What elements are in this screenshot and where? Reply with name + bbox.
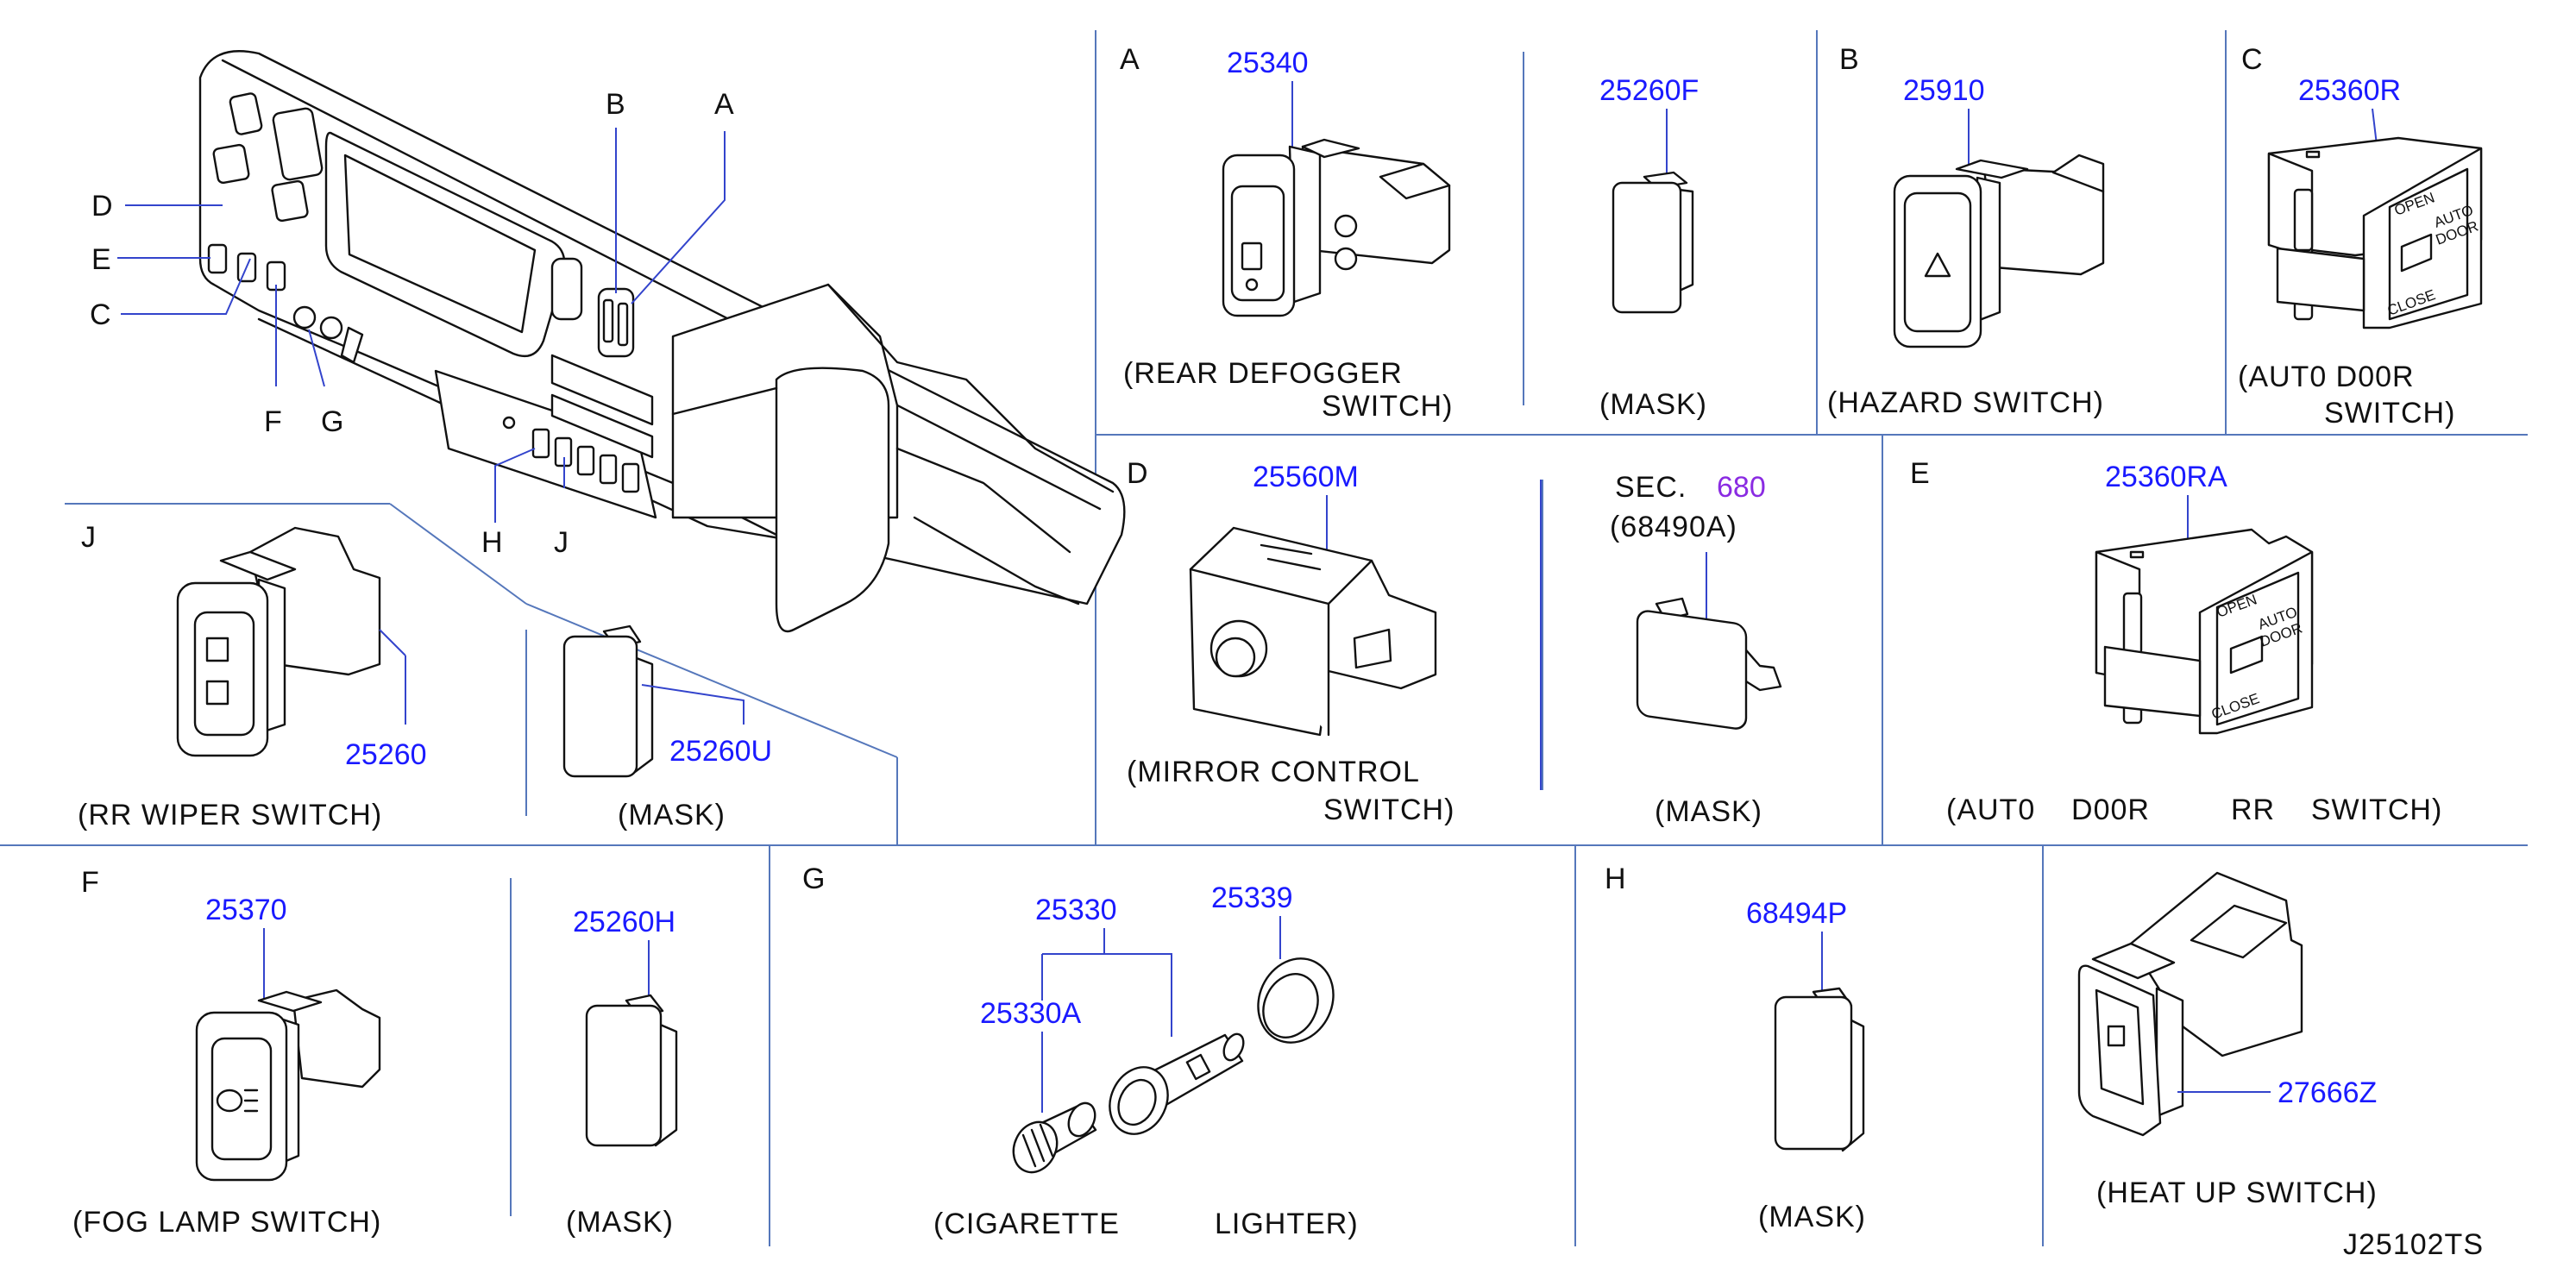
panel-h: H 68494P (MASK) [1605, 863, 1866, 1233]
part-number-25340[interactable]: 25340 [1227, 47, 1309, 79]
caption-rear-defogger: (REAR DEFOGGER [1123, 357, 1403, 390]
sec-number[interactable]: 680 [1717, 471, 1766, 504]
dashboard-overview [198, 50, 1126, 633]
fog-lamp-switch-drawing [195, 988, 381, 1182]
caption-mirror-2: SWITCH) [1323, 794, 1454, 826]
panel-h-letter: H [1605, 863, 1626, 895]
part-number-25339[interactable]: 25339 [1211, 882, 1293, 914]
panel-f: F 25370 (FOG LAMP SWITCH) 25260H (MASK) [72, 866, 678, 1239]
overview-callouts: B A D E C F G H J [90, 88, 734, 559]
mask-h-drawing [1774, 987, 1865, 1152]
caption-mask-j: (MASK) [618, 799, 726, 831]
mirror-control-switch-drawing [1189, 526, 1437, 737]
caption-fog-lamp: (FOG LAMP SWITCH) [72, 1206, 381, 1239]
caption-mask-a: (MASK) [1599, 388, 1707, 421]
panel-heat-up: 27666Z (HEAT UP SWITCH) [2077, 871, 2378, 1209]
part-number-25360r[interactable]: 25360R [2298, 74, 2401, 107]
panel-g-letter: G [802, 863, 825, 895]
panel-c-letter: C [2241, 43, 2263, 76]
hazard-switch-drawing [1893, 154, 2105, 348]
panel-f-letter: F [81, 866, 99, 899]
callout-c: C [90, 298, 111, 331]
mask-d-drawing [1636, 597, 1782, 730]
sec-part: (68490A) [1610, 511, 1737, 543]
mask-f-drawing [585, 994, 678, 1147]
caption-mask-h: (MASK) [1758, 1201, 1866, 1233]
diagram-id: J25102TS [2343, 1228, 2484, 1261]
panel-b: B 25910 (HAZARD SWITCH) [1827, 43, 2105, 419]
part-number-25360ra[interactable]: 25360RA [2105, 461, 2227, 493]
part-number-25910[interactable]: 25910 [1903, 74, 1985, 107]
callout-f: F [264, 405, 282, 438]
callout-g: G [321, 405, 343, 438]
panel-d: D 25560M (MIRROR CONTROL SWITCH) SEC. 68… [1127, 457, 1782, 828]
caption-lighter: LIGHTER) [1215, 1208, 1359, 1240]
rr-wiper-switch-drawing [176, 526, 381, 757]
auto-door-switch-drawing: OPEN AUTO DOOR CLOSE [2267, 136, 2483, 329]
panel-a-letter: A [1120, 43, 1140, 76]
panel-b-letter: B [1839, 43, 1859, 76]
caption-auto-door-rr: (AUT0 D00R RR SWITCH) [1946, 794, 2442, 826]
caption-auto-door-2: SWITCH) [2324, 397, 2455, 430]
panel-frame [0, 30, 2528, 1246]
caption-rr-wiper: (RR WIPER SWITCH) [78, 799, 382, 831]
rear-defogger-switch-drawing [1222, 138, 1451, 317]
callout-d: D [91, 190, 113, 223]
overview-leaders [117, 128, 726, 523]
caption-mask-f: (MASK) [566, 1206, 674, 1239]
panel-g: G 25330 25339 25330A (CIGARETTE LIGHTER) [802, 863, 1359, 1240]
part-number-25260f[interactable]: 25260F [1599, 74, 1699, 107]
part-number-25560m[interactable]: 25560M [1253, 461, 1359, 493]
heat-up-switch-drawing [2077, 871, 2303, 1137]
callout-h: H [481, 526, 503, 559]
caption-mask-d: (MASK) [1655, 795, 1762, 828]
panel-j: J 25260 (RR WIPER SWITCH) 25260U (MASK) [78, 521, 772, 831]
mask-a-drawing [1612, 171, 1694, 314]
callout-j: J [554, 526, 569, 559]
caption-cigarette: (CIGARETTE [933, 1208, 1120, 1240]
callout-b: B [606, 88, 625, 121]
panel-d-letter: D [1127, 457, 1148, 490]
part-number-25330[interactable]: 25330 [1035, 894, 1117, 926]
cigarette-lighter-drawing [1012, 957, 1335, 1174]
panel-e-letter: E [1910, 457, 1930, 490]
panel-a: A 25340 (REAR DEFOGGER SWITCH) 25260F (M… [1120, 43, 1707, 423]
callout-e: E [91, 243, 111, 276]
caption-auto-door: (AUT0 D00R [2238, 361, 2415, 393]
caption-heat-up: (HEAT UP SWITCH) [2096, 1176, 2378, 1209]
caption-rear-defogger-2: SWITCH) [1322, 390, 1453, 423]
auto-door-rr-switch-drawing: OPEN AUTO DOOR CLOSE [2095, 528, 2314, 735]
panel-j-letter: J [81, 521, 96, 554]
part-number-25260h[interactable]: 25260H [573, 906, 675, 938]
part-number-27666z[interactable]: 27666Z [2278, 1076, 2377, 1109]
part-number-25370[interactable]: 25370 [205, 894, 287, 926]
sec-label: SEC. [1615, 471, 1687, 504]
callout-a: A [714, 88, 734, 121]
part-number-25260[interactable]: 25260 [345, 738, 427, 771]
panel-e: E 25360RA OPEN AUTO DOOR CLOSE (AUT0 D00… [1910, 457, 2442, 826]
mask-j-drawing [562, 624, 654, 778]
part-number-68494p[interactable]: 68494P [1746, 897, 1847, 930]
part-number-25260u[interactable]: 25260U [669, 735, 772, 768]
panel-c: C 25360R OPEN AUTO DOOR CLOSE (AUT0 D00R… [2238, 43, 2483, 430]
part-number-25330a[interactable]: 25330A [980, 997, 1082, 1030]
caption-hazard: (HAZARD SWITCH) [1827, 386, 2104, 419]
caption-mirror: (MIRROR CONTROL [1127, 756, 1420, 788]
